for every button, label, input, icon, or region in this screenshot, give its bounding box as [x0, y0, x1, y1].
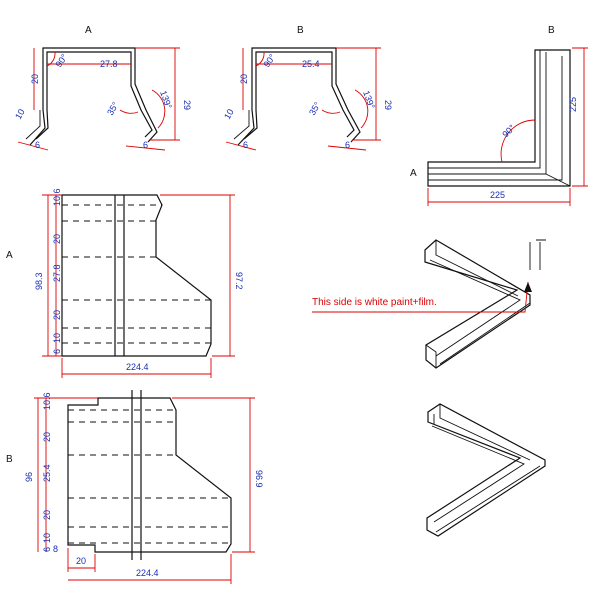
profile-a-label: A	[85, 25, 92, 36]
profile-b-foot-right: 6	[345, 140, 350, 150]
flat-b-seg-6: 6	[42, 547, 52, 552]
profile-a-height-dim	[135, 47, 180, 141]
profile-a-side: 20	[30, 74, 40, 84]
flat-pattern-a: A 10.6 20 27.8 20 10 6 98.3 97.2 224.4	[6, 188, 244, 378]
corner-label-a: A	[410, 168, 417, 179]
corner-outline	[427, 49, 571, 187]
profile-b-side: 20	[239, 74, 249, 84]
flat-b-length: 224.4	[136, 568, 159, 578]
profile-b-label: B	[297, 25, 304, 36]
corner-width: 225	[490, 190, 505, 200]
flat-b-notch: 20	[76, 556, 86, 566]
flat-a-seg-4: 20	[52, 310, 62, 320]
iso-top-frame	[424, 239, 531, 369]
flat-b-total-right: 96.9	[254, 470, 264, 488]
flat-a-seg-2: 20	[52, 234, 62, 244]
flat-a-seg-3: 27.8	[52, 264, 62, 282]
profile-b-foot: 6	[243, 140, 248, 150]
profile-b-angle-right: 139°	[361, 89, 377, 110]
profile-a-foot-right: 6	[143, 140, 148, 150]
flat-b-notch-h: 8	[53, 544, 58, 554]
flat-b-seg-1: 10.6	[42, 392, 52, 410]
flat-b-break	[131, 390, 142, 560]
profile-a-lip: 10	[13, 107, 27, 121]
corner-width-dim	[427, 188, 571, 206]
iso-view-top: This side is white paint+film.	[312, 239, 546, 369]
flat-b-total-left: 96	[24, 472, 34, 482]
flat-a-label: A	[6, 250, 13, 261]
corner-plan: B A 90° 225 225	[410, 25, 588, 206]
profile-a-angle-right: 139°	[158, 89, 174, 110]
corner-label-b: B	[548, 25, 555, 36]
flat-a-total-left: 98.3	[34, 272, 44, 290]
flat-a-outline	[61, 194, 212, 357]
flat-b-seg-2: 20	[42, 432, 52, 442]
corner-angle: 90°	[500, 122, 517, 139]
corner-height: 225	[568, 97, 578, 112]
flat-b-seg-3: 25.4	[42, 464, 52, 482]
profile-a: A 27.8 90° 20 29 10 6 35° 139° 6	[13, 25, 192, 151]
corner-height-dim	[572, 47, 588, 187]
flat-a-total-right: 97.2	[234, 272, 244, 290]
iso-bottom-frame	[426, 403, 546, 537]
profile-b-lip: 10	[222, 107, 236, 121]
flat-a-seg-1: 10.6	[52, 188, 62, 206]
profile-b-width: 25.4	[302, 59, 320, 69]
iso-note: This side is white paint+film.	[312, 297, 437, 308]
profile-a-angle-left: 35°	[105, 100, 121, 117]
profile-b-height: 29	[383, 100, 393, 110]
flat-b-seg-5: 10	[42, 533, 52, 543]
profile-a-angle-top: 90°	[53, 52, 69, 69]
profile-a-foot: 6	[35, 140, 40, 150]
flat-a-seg-6: 6	[52, 349, 62, 354]
profile-b-angle-left: 35°	[307, 100, 323, 117]
profile-a-height: 29	[182, 100, 192, 110]
flat-b-outline	[67, 397, 232, 553]
profile-b: B 25.4 90° 20 29 10 6 35° 139° 6	[222, 25, 393, 151]
flat-a-length: 224.4	[126, 362, 149, 372]
flat-pattern-b: B 10.6 20 25.4 20 10 6 96 96.9 8 20 224.…	[6, 390, 264, 584]
flat-b-label: B	[6, 454, 13, 465]
flat-a-break	[114, 195, 125, 356]
profile-a-outline	[29, 47, 158, 146]
iso-view-bottom	[426, 403, 546, 537]
flat-b-seg-4: 20	[42, 510, 52, 520]
flat-a-seg-5: 10	[52, 333, 62, 343]
profile-a-width: 27.8	[100, 59, 118, 69]
